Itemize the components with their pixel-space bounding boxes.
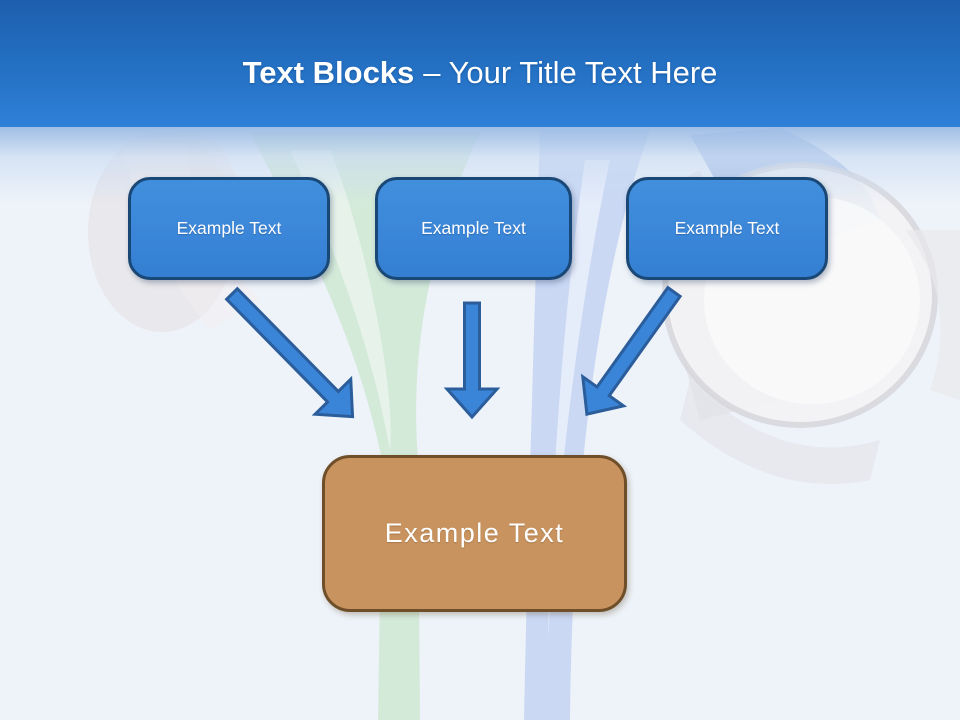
text-block-middle: Example Text <box>375 177 572 280</box>
text-block-center: Example Text <box>322 455 627 612</box>
arrow-down-left-icon <box>580 285 683 416</box>
text-block-right: Example Text <box>626 177 828 280</box>
page-title: Text Blocks – Your Title Text Here <box>0 53 960 93</box>
arrow-down-right-icon <box>224 286 355 419</box>
text-block-center-label: Example Text <box>384 518 565 548</box>
title-regular-text: – Your Title Text Here <box>423 55 718 90</box>
title-bold-text: Text Blocks <box>242 55 415 90</box>
text-block-left: Example Text <box>128 177 330 280</box>
text-block-left-label: Example Text <box>176 218 282 238</box>
slide-header <box>0 0 960 127</box>
text-block-right-label: Example Text <box>674 218 780 238</box>
arrow-down-icon <box>443 301 501 420</box>
text-block-middle-label: Example Text <box>421 218 526 238</box>
